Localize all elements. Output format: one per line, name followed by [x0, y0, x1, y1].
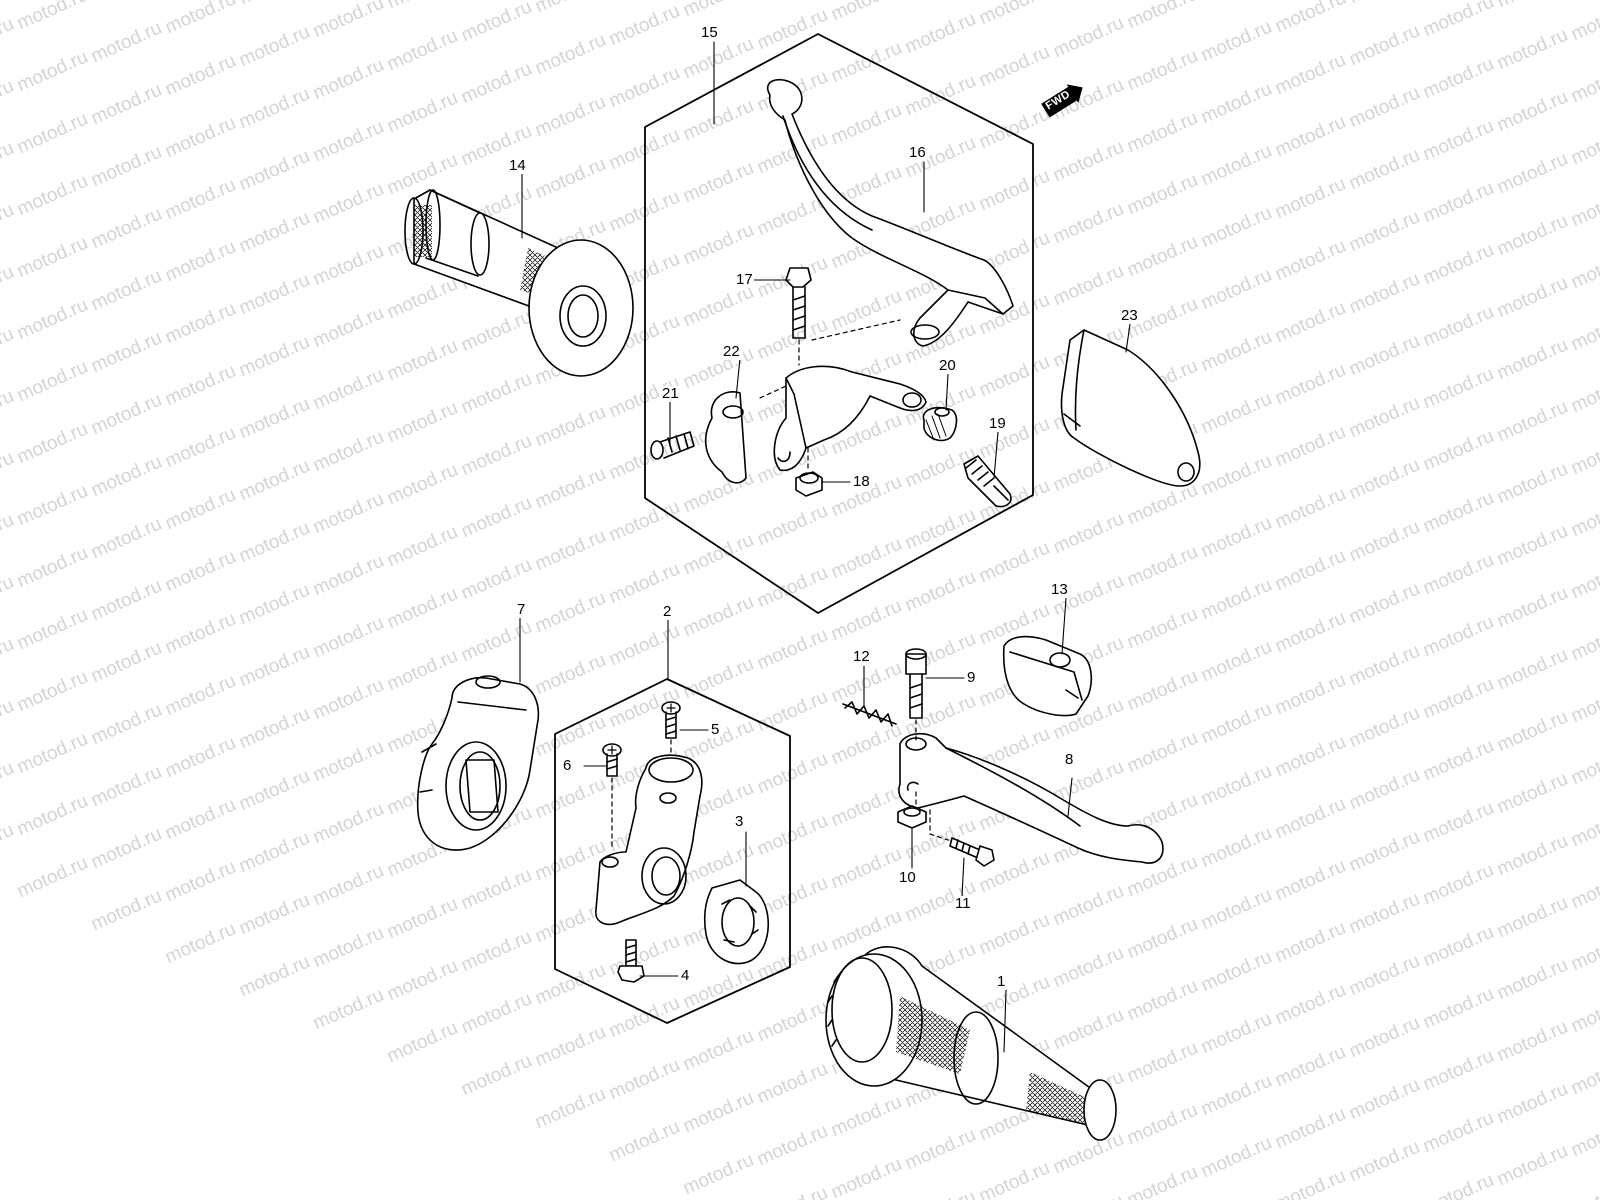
nut-10 [897, 805, 927, 829]
adjuster-bolt-19 [963, 455, 1012, 508]
callout-19: 19 [988, 415, 1007, 432]
cover-13 [1002, 635, 1093, 717]
callout-6: 6 [562, 757, 573, 774]
callout-22: 22 [722, 343, 741, 360]
fwd-direction-indicator: FWD [1040, 78, 1089, 120]
adjuster-nut-20 [922, 406, 958, 442]
clamp-body-2 [595, 754, 703, 926]
group-box-15 [644, 33, 1034, 614]
pivot-bolt-9 [905, 648, 927, 719]
snap-ring-3 [703, 879, 770, 965]
bracket-holder-22 [704, 365, 927, 484]
nut-18 [795, 471, 823, 497]
callout-20: 20 [938, 357, 957, 374]
callout-7: 7 [516, 601, 527, 618]
screw-6 [602, 743, 622, 777]
spring-12 [842, 701, 897, 727]
callout-18: 18 [852, 473, 871, 490]
callout-3: 3 [734, 813, 745, 830]
bolt-17 [785, 267, 812, 339]
callout-16: 16 [908, 144, 927, 161]
callout-leaders [519, 41, 1131, 1053]
switch-housing-7 [416, 675, 540, 851]
screw-21 [650, 431, 695, 460]
callout-17: 17 [735, 271, 754, 288]
callout-11: 11 [954, 895, 972, 912]
callout-4: 4 [680, 967, 691, 984]
callout-10: 10 [898, 869, 917, 886]
callout-5: 5 [710, 721, 721, 738]
group-box-2 [554, 678, 791, 1024]
screw-5 [661, 701, 681, 739]
bolt-4 [617, 939, 645, 983]
lever-8 [898, 732, 1164, 864]
bolt-11 [949, 837, 995, 867]
grip-1 [825, 946, 1117, 1141]
callout-8: 8 [1064, 751, 1075, 768]
callout-1: 1 [996, 973, 1007, 990]
leader-22-dash [759, 385, 787, 399]
fwd-arrow-icon [1041, 84, 1083, 118]
leader-17-diag [811, 319, 901, 341]
callout-21: 21 [661, 385, 680, 402]
callout-12: 12 [852, 648, 871, 665]
leader-11-dash [929, 809, 949, 841]
lever-16 [766, 78, 1014, 347]
callout-9: 9 [966, 669, 977, 686]
grip-14 [404, 189, 634, 377]
callout-13: 13 [1050, 581, 1069, 598]
lever-cover-23 [1060, 329, 1201, 487]
callout-15: 15 [700, 24, 719, 41]
callout-14: 14 [508, 157, 527, 174]
callout-23: 23 [1120, 307, 1139, 324]
callout-2: 2 [662, 603, 673, 620]
